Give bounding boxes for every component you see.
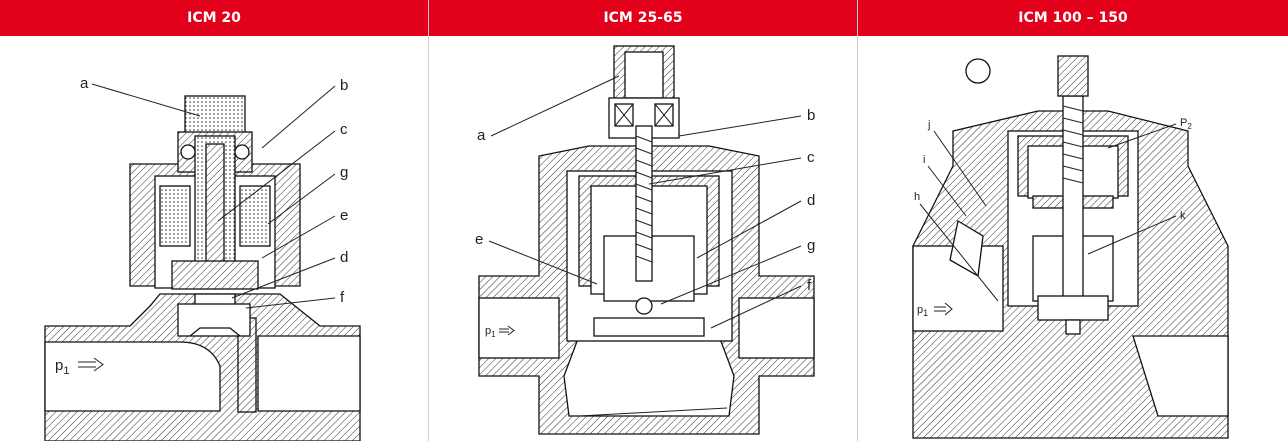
panel-icm-20: ICM 20	[0, 0, 429, 441]
inlet-port-label: p1	[917, 302, 953, 318]
label-a: a	[477, 127, 486, 144]
label-k: k	[1180, 210, 1186, 222]
label-i: i	[923, 154, 925, 166]
label-h: h	[914, 191, 920, 203]
icm100-150-cross-section: j i h k P2 p1	[912, 55, 1229, 439]
leader-lines	[488, 75, 802, 329]
label-e: e	[475, 231, 483, 248]
flow-arrow-icon	[934, 302, 953, 316]
label-g: g	[807, 237, 815, 254]
label-d: d	[807, 192, 815, 209]
lifting-eye-icon	[965, 58, 991, 84]
icm20-cross-section: a b c g e d f p1	[44, 75, 361, 441]
svg-text:p1: p1	[55, 357, 69, 377]
svg-text:p1: p1	[917, 304, 928, 318]
label-c: c	[807, 149, 815, 166]
label-a: a	[80, 75, 89, 92]
label-f: f	[340, 289, 345, 306]
valve-body	[478, 45, 815, 435]
label-b: b	[807, 107, 815, 124]
diagram-area: j i h k P2 p1	[858, 36, 1288, 441]
panel-title: ICM 25-65	[429, 0, 857, 36]
valve-body	[44, 95, 361, 441]
flow-arrow-icon	[499, 325, 515, 336]
diagram-area: a b c g e d f p1	[0, 36, 428, 441]
label-b: b	[340, 77, 348, 94]
label-d: d	[340, 249, 348, 266]
label-f: f	[807, 277, 812, 294]
label-c: c	[340, 121, 348, 138]
leader-lines	[91, 83, 336, 309]
panel-icm-25-65: ICM 25-65	[429, 0, 858, 441]
leader-lines	[919, 123, 1177, 302]
label-e: e	[340, 207, 348, 224]
flow-arrow-icon	[78, 357, 104, 372]
label-g: g	[340, 164, 348, 181]
inlet-port-label: p1	[485, 325, 515, 339]
diagram-area: a b c d e g f p1	[429, 36, 857, 441]
valve-body	[912, 55, 1229, 439]
panel-title: ICM 100 – 150	[858, 0, 1288, 36]
svg-text:p1: p1	[485, 325, 496, 339]
inlet-port-label: p1	[55, 357, 104, 377]
icm25-65-cross-section: a b c d e g f p1	[475, 45, 815, 435]
label-j: j	[927, 119, 930, 131]
label-p2: P2	[1180, 117, 1192, 131]
panel-icm-100-150: ICM 100 – 150	[858, 0, 1288, 441]
panel-title: ICM 20	[0, 0, 428, 36]
